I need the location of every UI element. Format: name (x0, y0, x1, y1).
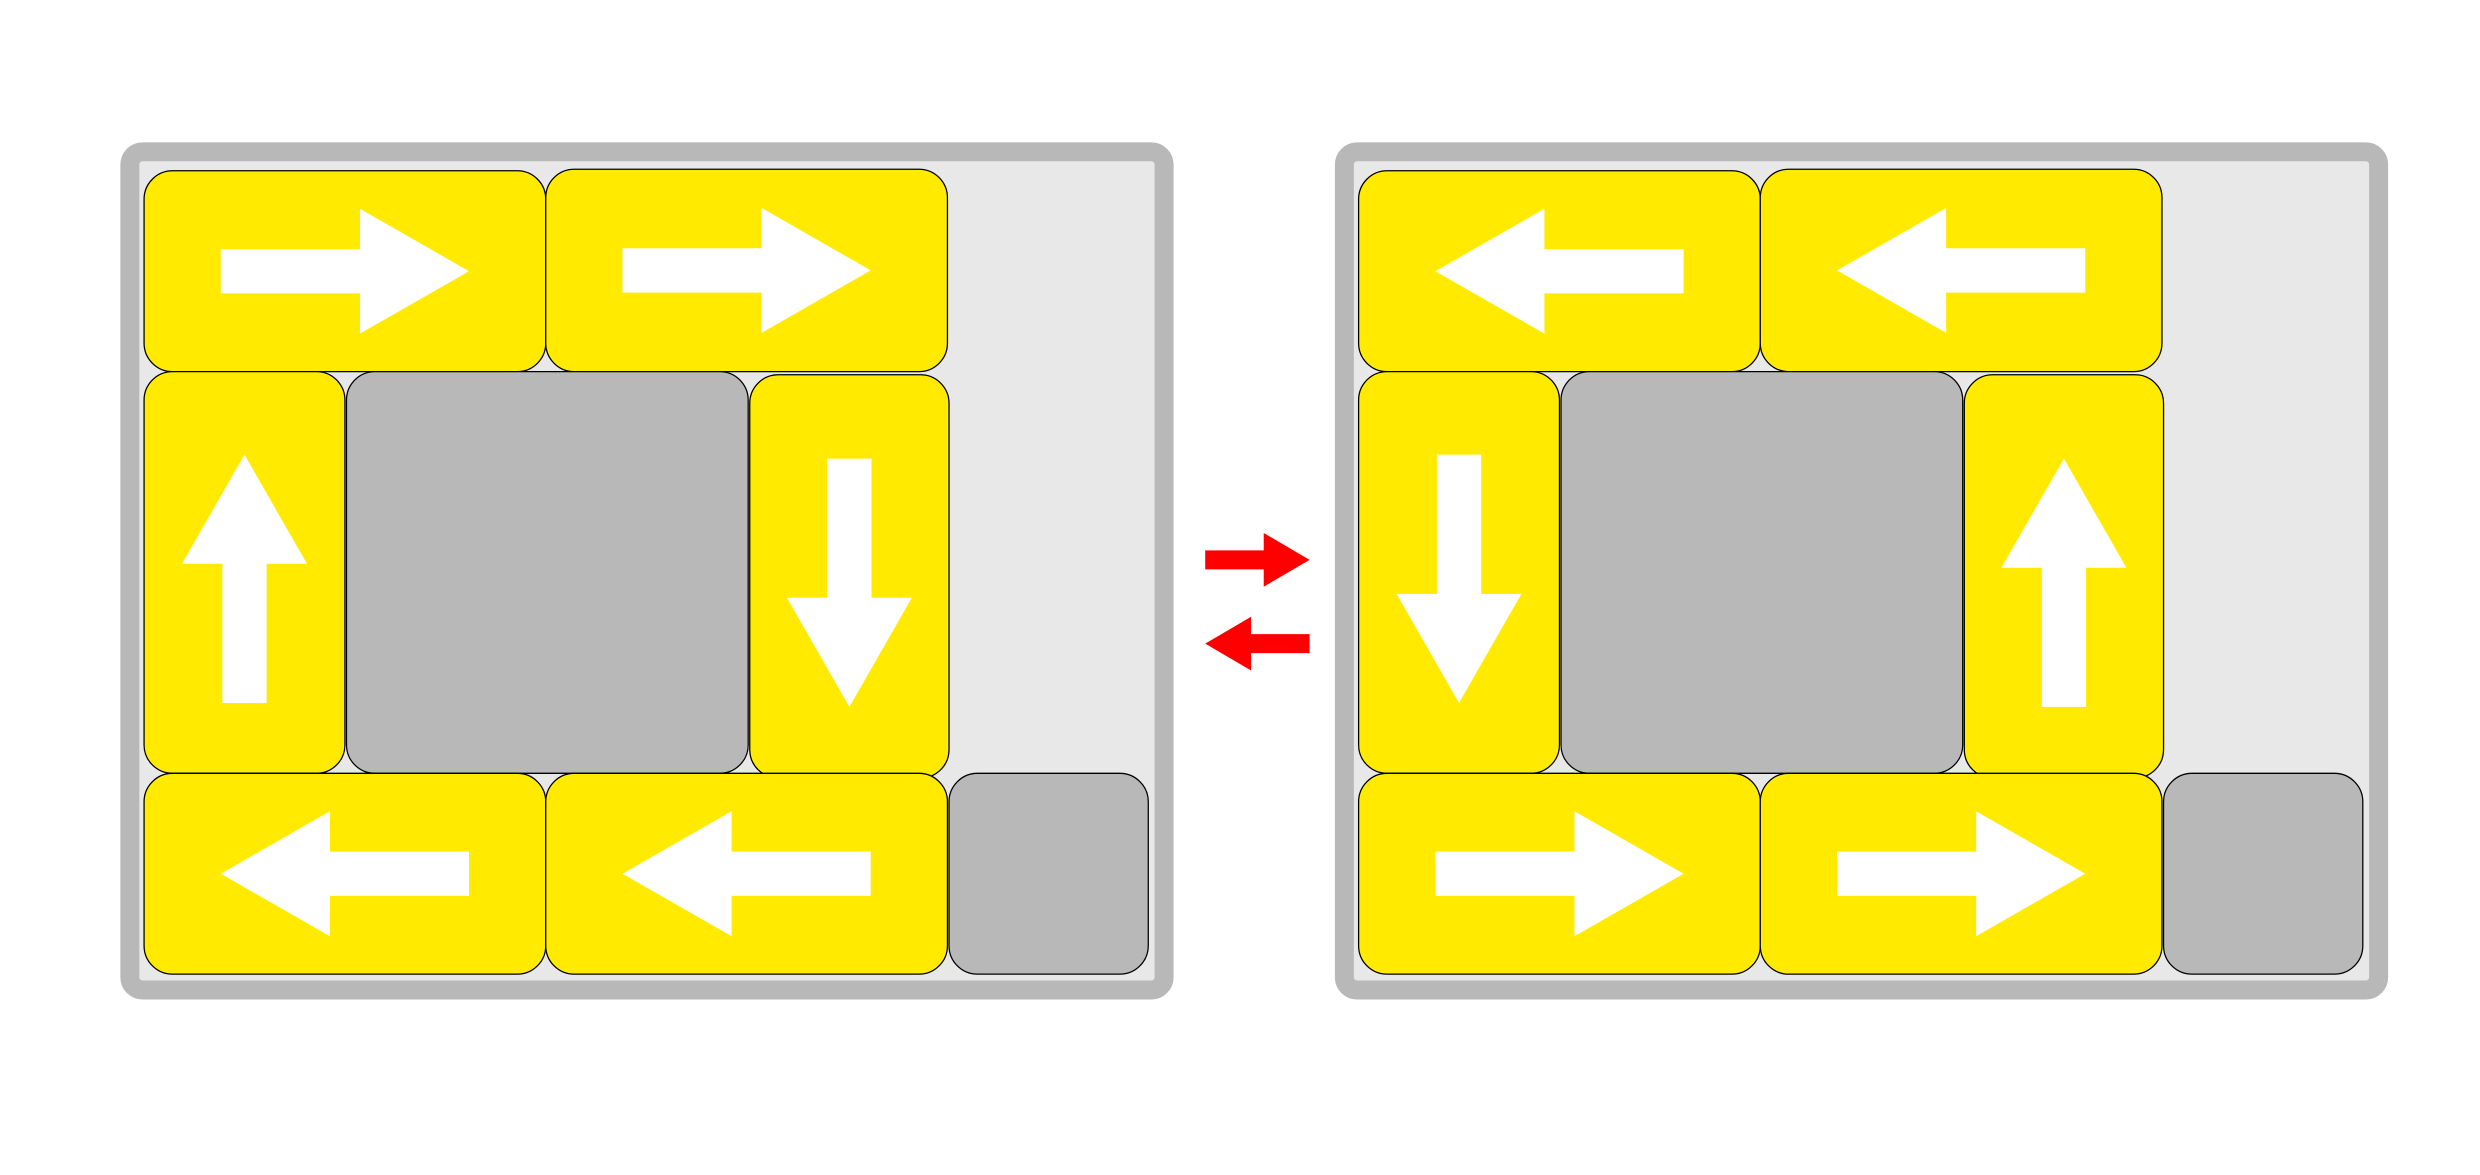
yellow-block (1759, 168, 2163, 373)
yellow-block (1357, 371, 1561, 774)
arrow-right-icon (220, 208, 470, 334)
block-body (948, 772, 1149, 975)
transition-arrow-left-icon (1205, 616, 1310, 671)
block-body (2162, 772, 2364, 975)
yellow-block (545, 168, 949, 373)
gray-block (2162, 772, 2364, 975)
arrow-right-icon (1836, 811, 2086, 937)
arrow-down-icon (1396, 454, 1522, 703)
yellow-block (143, 772, 547, 975)
block-body (345, 371, 749, 774)
arrow-left-icon (220, 811, 470, 937)
arrow-left-icon (622, 811, 871, 937)
block-body (1560, 371, 1964, 774)
arrow-left-icon (1836, 207, 2086, 333)
yellow-block (1963, 374, 2165, 779)
arrow-left-icon (1435, 208, 1684, 334)
puzzle-panel-after (1334, 142, 2389, 1000)
arrow-up-icon (2001, 458, 2127, 707)
arrow-right-icon (1435, 811, 1684, 937)
puzzle-panel-before (120, 142, 1174, 1000)
gray-block (948, 772, 1149, 975)
arrow-right-icon (622, 207, 871, 333)
yellow-block (1759, 772, 2163, 975)
yellow-block (1357, 170, 1761, 373)
arrow-down-icon (786, 458, 912, 707)
arrow-up-icon (182, 454, 307, 703)
yellow-block (143, 371, 346, 774)
yellow-block (143, 170, 547, 373)
gray-block (1560, 371, 1964, 774)
yellow-block (1357, 772, 1761, 975)
transition-arrow-right-icon (1205, 532, 1310, 587)
gray-block (345, 371, 749, 774)
yellow-block (545, 772, 949, 975)
yellow-block (749, 374, 950, 779)
